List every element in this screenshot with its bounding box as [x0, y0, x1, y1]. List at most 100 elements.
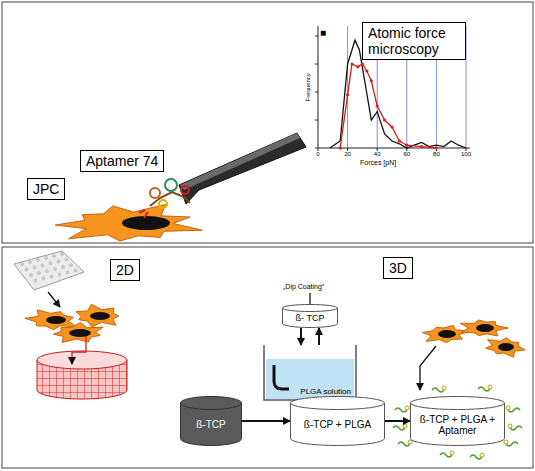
- tick-label: 60: [397, 151, 417, 158]
- cell: [53, 323, 103, 343]
- node-text: ß-TCP + PLGA + Aptamer: [416, 414, 499, 437]
- cell: [25, 310, 77, 330]
- plate-well: [57, 260, 60, 263]
- data-point: [350, 62, 353, 65]
- cylinder-top: [181, 397, 242, 410]
- cell-nucleus: [438, 330, 456, 338]
- aptamer-loop: [150, 188, 160, 198]
- y-axis: [318, 26, 319, 148]
- aptamer-loop: [506, 406, 510, 410]
- cylinder-top: [291, 397, 385, 410]
- axis-tick: [315, 92, 318, 93]
- cylinder-top: [411, 397, 505, 410]
- data-point: [346, 93, 349, 96]
- node-text: ß- TCP: [296, 313, 325, 323]
- data-point: [405, 144, 408, 147]
- plate-well: [61, 253, 64, 256]
- axis-tick: [315, 148, 318, 149]
- cylinder-top: [283, 305, 338, 312]
- data-point: [365, 69, 368, 72]
- tick-label: 0: [308, 151, 328, 158]
- plate-well: [49, 262, 52, 265]
- plate-well: [34, 279, 37, 282]
- curve-red: [340, 64, 436, 148]
- cell: [460, 320, 508, 336]
- arrow: [48, 292, 60, 307]
- data-point: [339, 146, 342, 149]
- aptamer-loop: [442, 386, 446, 390]
- cell: [486, 338, 526, 358]
- data-point: [383, 118, 386, 121]
- data-point: [435, 146, 438, 149]
- axis-tick: [315, 64, 318, 65]
- axis-tick: [315, 36, 318, 37]
- scaffold-cylinder: ß-TCP + PLGA + Aptamer: [410, 396, 505, 446]
- beaker: PLGA solution: [262, 345, 358, 401]
- aptamer-loop: [488, 385, 492, 389]
- plate-well: [41, 264, 44, 267]
- plate-well: [25, 268, 28, 271]
- scaffold-cylinder: ß-TCP: [180, 396, 242, 446]
- dip-path: [274, 365, 289, 389]
- petri-dish-rim: [37, 351, 127, 369]
- plate-well: [45, 257, 48, 260]
- aptamer-loop: [403, 424, 407, 428]
- plate-well: [21, 263, 24, 266]
- arrow: [420, 346, 436, 390]
- aptamer-loop: [408, 440, 412, 444]
- process-note: „Dip Coating“: [283, 283, 324, 291]
- tick-label: 20: [338, 151, 358, 158]
- aptamer-tail: [139, 210, 148, 218]
- data-point: [390, 125, 393, 128]
- plate-well: [62, 266, 65, 269]
- node-text: ß-TCP: [196, 419, 225, 431]
- cell-nucleus: [69, 329, 91, 337]
- label-box: 3D: [383, 257, 413, 279]
- node-text: 2D: [116, 262, 134, 278]
- grid-line: [347, 26, 348, 148]
- aptamer-loop: [165, 179, 177, 191]
- well-plate: [14, 251, 84, 290]
- scaffold-cylinder: ß- TCP: [282, 304, 338, 328]
- label-box: 2D: [110, 259, 140, 281]
- plate-well: [30, 274, 33, 277]
- data-point: [376, 104, 379, 107]
- jpc-cell: [55, 204, 202, 241]
- data-point: [361, 62, 364, 65]
- cell-nucleus: [46, 316, 66, 324]
- flow-arrow: [385, 420, 410, 422]
- node-text: Aptamer 74: [86, 153, 158, 169]
- plate-well: [58, 273, 61, 276]
- cell-nucleus: [498, 343, 514, 351]
- label-box: Aptamer 74: [80, 150, 164, 172]
- plate-well: [50, 275, 53, 278]
- plate-well: [29, 261, 32, 264]
- plate-well: [42, 277, 45, 280]
- symbol: ■: [320, 27, 326, 38]
- title-box: Atomic force microscopy: [362, 22, 466, 60]
- aptamer-loop: [480, 453, 484, 457]
- plate-well: [65, 258, 68, 261]
- axis-tick: [377, 148, 378, 151]
- data-point: [398, 139, 401, 142]
- aptamer-loop: [159, 200, 167, 208]
- aptamer-loop: [504, 440, 508, 444]
- tick-label: 40: [367, 151, 387, 158]
- tick-label: 100: [456, 151, 476, 158]
- cell-nucleus: [476, 324, 494, 332]
- flow-arrow: [300, 328, 302, 345]
- aptamer-loop: [181, 186, 189, 194]
- plate-well: [74, 269, 77, 272]
- label-box: JPC: [27, 178, 65, 200]
- cell: [76, 304, 119, 326]
- scaffold-cylinder: ß-TCP + PLGA: [290, 396, 385, 446]
- plate-well: [38, 272, 41, 275]
- cantilever-face: [180, 133, 300, 190]
- flow-arrow: [242, 420, 290, 422]
- cell-nucleus: [122, 216, 170, 230]
- data-point: [356, 65, 359, 68]
- liquid: [266, 359, 354, 399]
- tick-label: 80: [426, 151, 446, 158]
- aptamer-loop: [450, 451, 454, 455]
- cell: [422, 325, 470, 342]
